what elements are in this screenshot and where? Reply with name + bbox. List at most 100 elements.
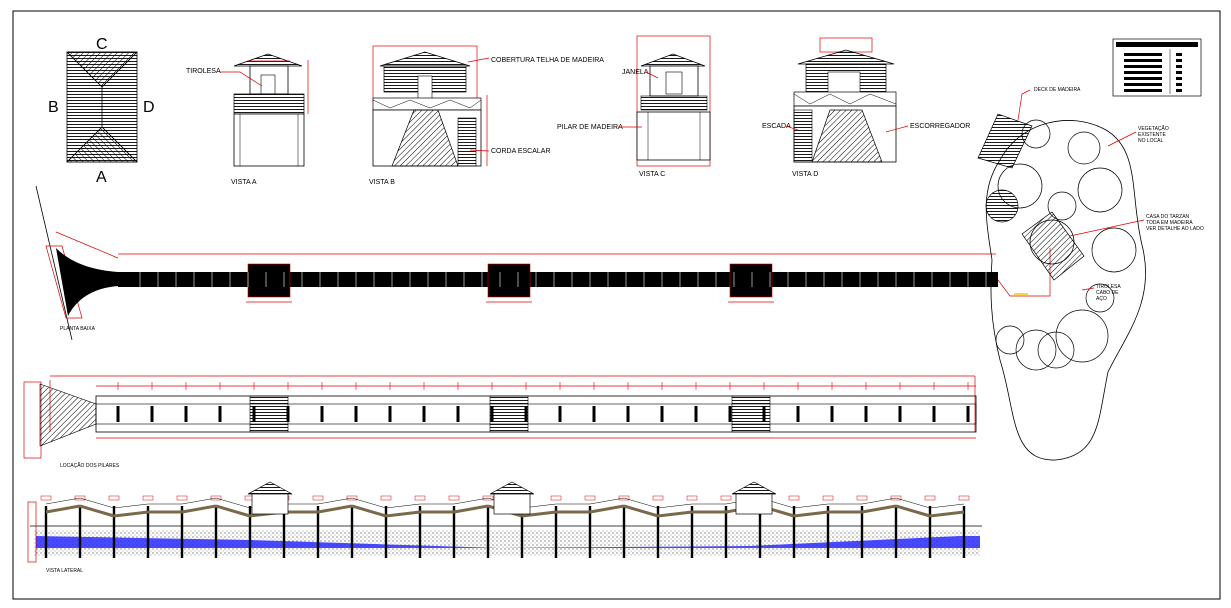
pillar-mark [456, 406, 460, 422]
sheet-border [12, 10, 1221, 600]
side-post-marker [176, 495, 188, 501]
side-deck-beam [623, 504, 659, 518]
roof-label-bottom: A [96, 169, 107, 186]
side-post [248, 506, 252, 558]
legend-row-value [1176, 65, 1182, 68]
plan-view: PLANTA BAIXA [35, 185, 1051, 341]
view-d: ESCADA ESCORREGADOR VISTA D [762, 37, 970, 178]
side-post-marker [142, 495, 154, 501]
legend-row-value [1176, 53, 1182, 56]
legend-row-value [1176, 89, 1182, 92]
pillar-mark [864, 406, 868, 422]
view-d-callout-stair: ESCADA [762, 123, 791, 130]
site-vegetation-line-1: VEGETAÇÃO [1138, 125, 1169, 132]
side-post [214, 506, 218, 558]
side-post [554, 506, 558, 558]
side-post [826, 506, 830, 558]
tree-circle [1091, 227, 1137, 273]
side-post-marker [788, 495, 800, 501]
side-rail [385, 503, 421, 509]
view-b-callout-roof: COBERTURA TELHA DE MADEIRA [491, 57, 604, 64]
side-post-marker [448, 495, 460, 501]
site-plan: DECK DE MADEIRA VEGETAÇÃO EXISTENTE NO L… [977, 87, 1204, 461]
side-post [282, 506, 286, 558]
pillar-mark [490, 406, 494, 422]
view-d-title: VISTA D [792, 171, 818, 178]
tree-circle [1037, 331, 1075, 369]
side-post-marker [584, 495, 596, 501]
pillar-mark [320, 406, 324, 422]
side-post [180, 506, 184, 558]
side-post [724, 506, 728, 558]
side-post [928, 506, 932, 558]
side-post-marker [720, 495, 732, 501]
side-deck-beam [793, 510, 829, 518]
view-d-callout-slide: ESCORREGADOR [910, 123, 970, 130]
side-rail [895, 497, 931, 509]
view-b-callout-stair: CORDA ESCALAR [491, 148, 551, 155]
tree-circle [1055, 309, 1109, 363]
site-vegetation-line-2: EXISTENTE [1138, 132, 1166, 138]
view-c-callout-pillar: PILAR DE MADEIRA [557, 124, 623, 131]
side-post [622, 506, 626, 558]
roof-plan: C A B D [48, 36, 155, 186]
site-zipline-line-2: CABO DE [1096, 290, 1119, 296]
side-deck-beam [589, 504, 625, 514]
pillar-mark [932, 406, 936, 422]
side-post-marker [924, 495, 936, 501]
view-a-title: VISTA A [231, 179, 257, 186]
side-post [78, 506, 82, 558]
pillar-mark [966, 406, 970, 422]
pillar-plan: LOCAÇÃO DOS PILARES [23, 375, 977, 469]
tree-circle [997, 163, 1043, 209]
side-deck-beam [861, 504, 897, 514]
legend-row-key [1124, 53, 1162, 56]
pillar-mark [524, 406, 528, 422]
side-rail [453, 497, 489, 505]
pillar-mark [218, 406, 222, 422]
side-deck-beam [79, 504, 115, 518]
side-post [384, 506, 388, 558]
roof-label-left: B [48, 99, 59, 116]
side-post [146, 506, 150, 558]
view-c: JANELA PILAR DE MADEIRA VISTA C [557, 35, 711, 178]
pillar-mark [388, 406, 392, 422]
side-post-marker [652, 495, 664, 501]
side-post-marker [346, 495, 358, 501]
tree-circle [1077, 167, 1123, 213]
pillar-mark [354, 406, 358, 422]
side-post [894, 506, 898, 558]
pillar-mark [184, 406, 188, 422]
side-deck-beam [453, 504, 489, 514]
side-post-marker [380, 495, 392, 501]
legend-row-value [1176, 59, 1182, 62]
pillar-mark [150, 406, 154, 422]
legend-row-value [1176, 83, 1182, 86]
side-deck-beam [521, 510, 557, 518]
side-rail [113, 503, 149, 509]
side-deck-beam [181, 504, 217, 514]
side-deck-beam [385, 510, 421, 518]
side-rail [45, 497, 81, 505]
side-post [44, 506, 48, 558]
pillar-mark [592, 406, 596, 422]
pillar-mark [694, 406, 698, 422]
legend-row-value [1176, 77, 1182, 80]
legend-row-key [1124, 59, 1162, 62]
side-post [792, 506, 796, 558]
pillar-mark [898, 406, 902, 422]
side-post [350, 506, 354, 558]
side-rail [79, 497, 115, 509]
pillar-mark [796, 406, 800, 422]
legend-row-key [1124, 65, 1162, 68]
legend-row-key [1124, 77, 1162, 80]
pillar-mark [252, 406, 256, 422]
view-a-callout: TIROLESA [186, 68, 221, 75]
side-post [452, 506, 456, 558]
side-deck-beam [351, 504, 387, 518]
legend-row-value [1176, 71, 1182, 74]
side-post [758, 506, 762, 558]
roof-label-right: D [143, 99, 155, 116]
side-deck-beam [215, 504, 251, 518]
